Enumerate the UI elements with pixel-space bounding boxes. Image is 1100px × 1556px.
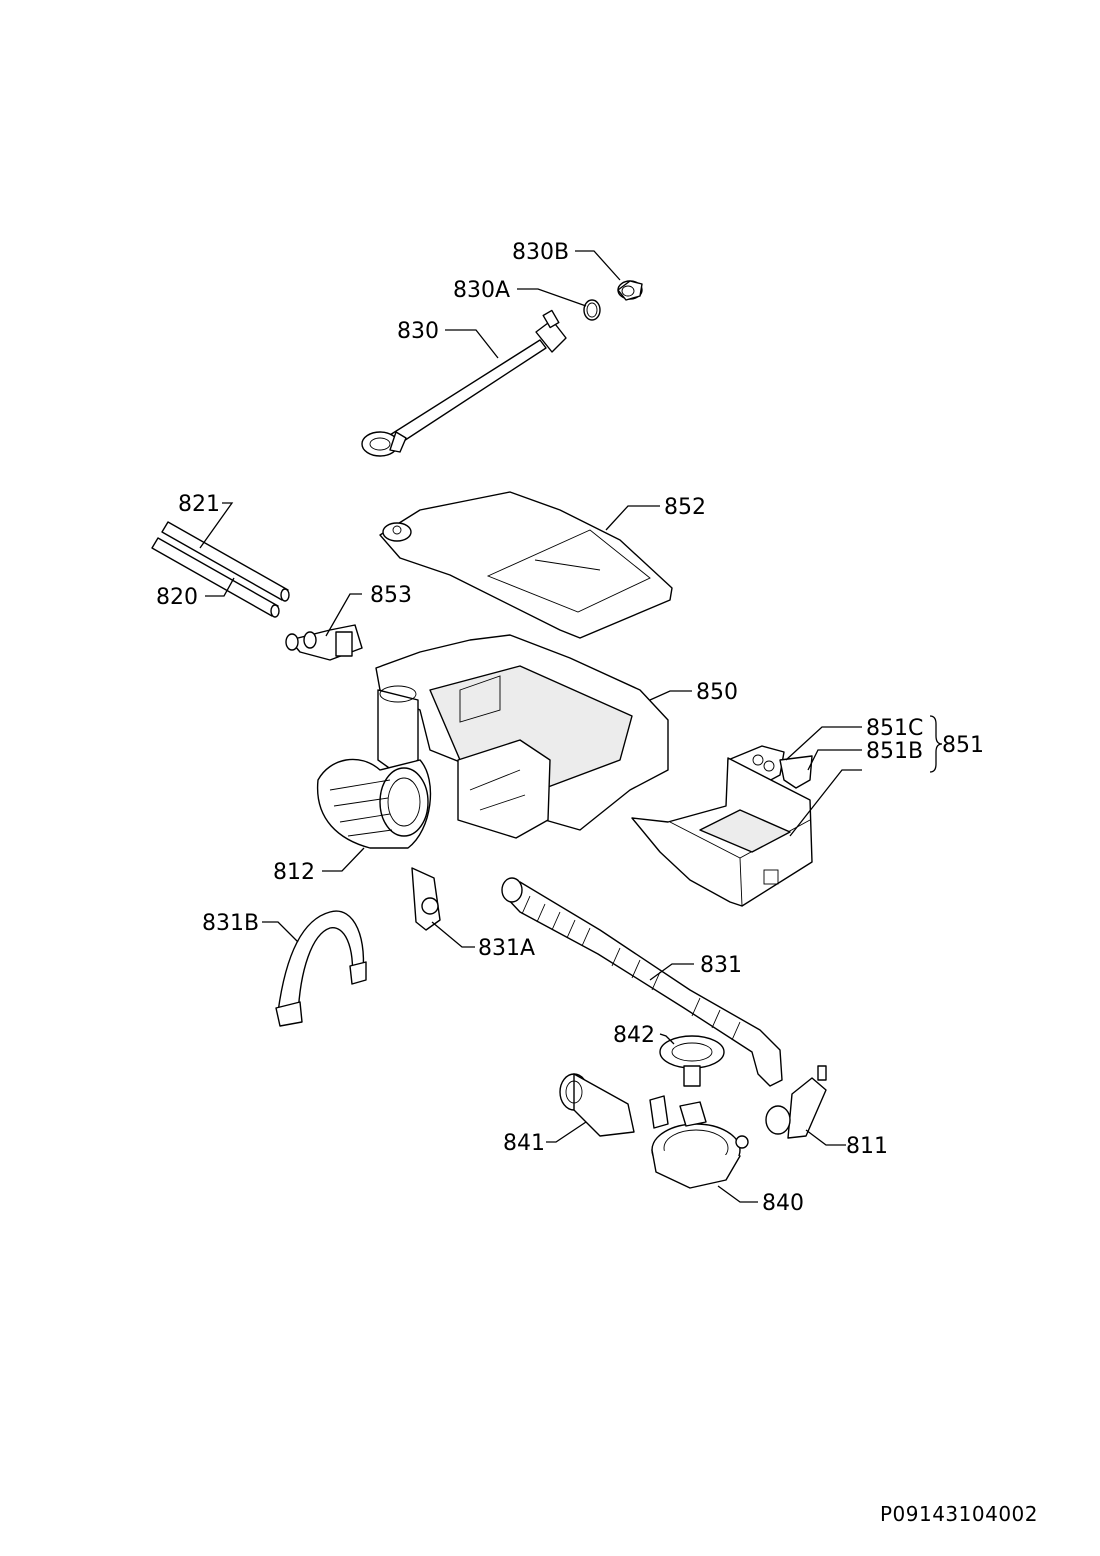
label-830B: 830B <box>512 240 569 265</box>
part-811-sensor <box>765 1065 827 1139</box>
label-851: 851 <box>942 733 984 758</box>
part-851B-cover <box>779 755 813 789</box>
label-831: 831 <box>700 953 742 978</box>
part-830A-ring <box>583 299 601 321</box>
label-850: 850 <box>696 680 738 705</box>
part-831A-bracket <box>411 867 441 931</box>
part-841-pump-filter <box>559 1073 635 1137</box>
part-852-top-cover <box>379 491 673 639</box>
label-842: 842 <box>613 1023 655 1048</box>
part-831-drain-hose <box>501 877 783 1087</box>
label-820: 820 <box>156 585 198 610</box>
part-812-bellow <box>316 758 432 849</box>
part-853-valve <box>285 624 363 661</box>
part-851-drawer <box>631 757 813 907</box>
part-830-inlet-hose <box>361 309 567 457</box>
part-831B-hose-hook <box>275 910 367 1027</box>
part-830B-bushing <box>617 280 643 301</box>
label-853: 853 <box>370 583 412 608</box>
part-labels: 830B 830A 830 821 820 852 853 850 851C 8… <box>156 240 984 1216</box>
label-851B: 851B <box>866 739 923 764</box>
label-830: 830 <box>397 319 439 344</box>
label-830A: 830A <box>453 278 510 303</box>
label-851C: 851C <box>866 716 923 741</box>
label-811: 811 <box>846 1134 888 1159</box>
label-840: 840 <box>762 1191 804 1216</box>
part-820-821-tubes <box>151 521 290 618</box>
part-842-filter-ring <box>659 1035 725 1087</box>
label-841: 841 <box>503 1131 545 1156</box>
label-852: 852 <box>664 495 706 520</box>
label-812: 812 <box>273 860 315 885</box>
label-821: 821 <box>178 492 220 517</box>
part-840-pump-housing <box>649 1095 749 1189</box>
part-850-dispenser-housing <box>375 634 669 839</box>
leader-lines <box>199 250 943 1203</box>
label-831B: 831B <box>202 911 259 936</box>
document-id: P09143104002 <box>879 1502 1038 1526</box>
label-831A: 831A <box>478 936 535 961</box>
